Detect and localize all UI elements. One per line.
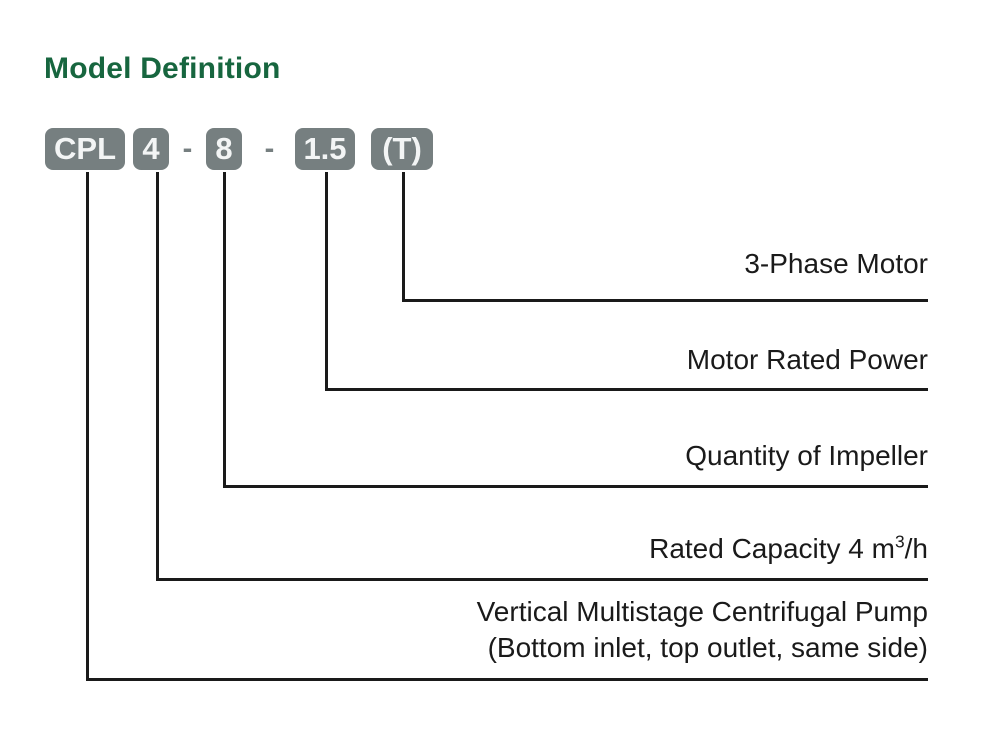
leader-vline-phase-motor	[402, 172, 405, 302]
leader-hline-quantity-of-impeller	[223, 485, 928, 488]
leader-hline-motor-rated-power	[325, 388, 928, 391]
rated-capacity-tail: /h	[904, 533, 928, 564]
leader-vline-motor-rated-power	[325, 172, 328, 391]
pump-type-line-2: (Bottom inlet, top outlet, same side)	[487, 632, 928, 663]
code-chip-8[interactable]: 8	[206, 128, 242, 170]
code-chip-cpl[interactable]: CPL	[45, 128, 125, 170]
code-chip-t[interactable]: (T)	[371, 128, 433, 170]
leader-vline-rated-capacity	[156, 172, 159, 581]
leader-hline-rated-capacity	[156, 578, 928, 581]
leader-hline-phase-motor	[402, 299, 928, 302]
callout-label-rated-capacity: Rated Capacity 4 m3/h	[649, 531, 928, 567]
leader-vline-quantity-of-impeller	[223, 172, 226, 488]
code-separator-1: -	[182, 133, 193, 165]
pump-type-line-1: Vertical Multistage Centrifugal Pump	[476, 596, 928, 627]
code-separator-2: -	[264, 133, 275, 165]
callout-label-phase-motor: 3-Phase Motor	[744, 248, 928, 279]
page-title: Model Definition	[44, 52, 281, 85]
code-chip-1-5[interactable]: 1.5	[295, 128, 355, 170]
rated-capacity-exponent: 3	[894, 531, 905, 552]
rated-capacity-main: Rated Capacity 4 m	[649, 533, 895, 564]
leader-vline-pump-type	[86, 172, 89, 681]
callout-label-motor-rated-power: Motor Rated Power	[686, 344, 928, 375]
leader-hline-pump-type	[86, 678, 928, 681]
callout-label-quantity-of-impeller: Quantity of Impeller	[685, 440, 928, 471]
callout-label-pump-type: Vertical Multistage Centrifugal Pump (Bot…	[477, 594, 928, 666]
code-chip-4[interactable]: 4	[133, 128, 169, 170]
